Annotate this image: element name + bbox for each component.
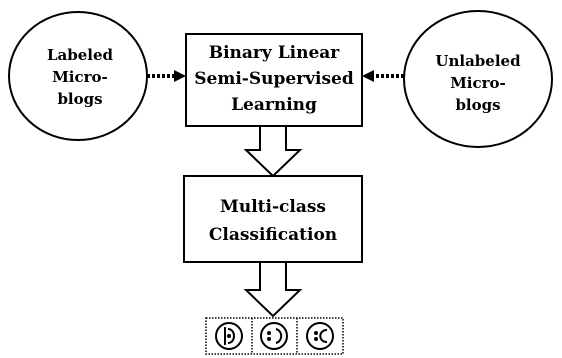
binary-line-1: Binary Linear — [209, 43, 341, 63]
unlabeled-microblogs-node: Unlabeled Micro- blogs — [403, 10, 553, 148]
labeled-microblogs-node: Labeled Micro- blogs — [8, 11, 148, 141]
binary-learning-node: Binary Linear Semi-Supervised Learning — [185, 33, 363, 127]
labeled-line-2: Micro- — [52, 68, 108, 86]
unlabeled-line-3: blogs — [455, 96, 500, 114]
unlabeled-to-binary-arrow — [362, 70, 404, 82]
binary-line-3: Learning — [231, 95, 317, 115]
multiclass-classification-node: Multi-class Classification — [183, 175, 363, 263]
unlabeled-line-2: Micro- — [450, 74, 506, 92]
unlabeled-line-1: Unlabeled — [435, 52, 521, 70]
multiclass-line-1: Multi-class — [220, 197, 326, 217]
binary-line-2: Semi-Supervised — [194, 69, 354, 89]
output-classes — [205, 317, 344, 355]
negative-face-icon — [306, 322, 334, 350]
multiclass-line-2: Classification — [209, 225, 337, 245]
binary-to-multiclass-arrow — [243, 125, 303, 178]
labeled-line-3: blogs — [57, 90, 102, 108]
labeled-line-1: Labeled — [47, 46, 114, 64]
neutral-face-icon — [260, 322, 288, 350]
labeled-to-binary-arrow — [147, 70, 186, 82]
positive-face-icon — [215, 322, 243, 350]
multiclass-to-output-arrow — [243, 261, 303, 318]
